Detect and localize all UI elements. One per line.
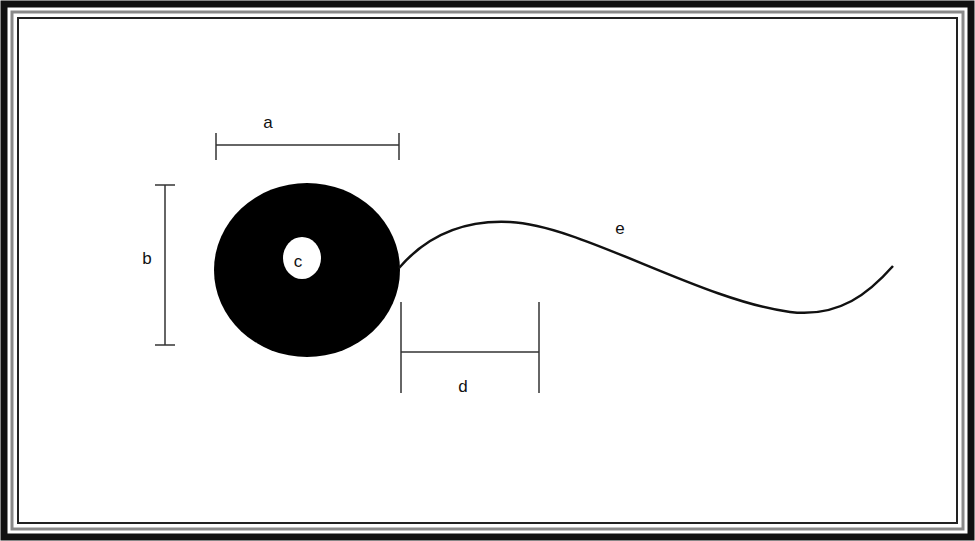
bracket-d: [401, 302, 539, 393]
frame-shadow: [12, 12, 963, 529]
part-letter: d: [458, 378, 467, 395]
part-letter: e: [615, 220, 624, 237]
bracket-b: [155, 185, 175, 345]
outer-frame: [4, 4, 971, 537]
part-letter: b: [142, 250, 151, 267]
nucleus-spot: [283, 237, 321, 279]
part-letter: c: [294, 253, 303, 270]
flagellum-tail: [399, 222, 893, 313]
inner-frame: [18, 18, 957, 523]
bracket-a: [216, 133, 399, 160]
part-letter: a: [263, 114, 272, 131]
sperm-head: [214, 183, 400, 357]
